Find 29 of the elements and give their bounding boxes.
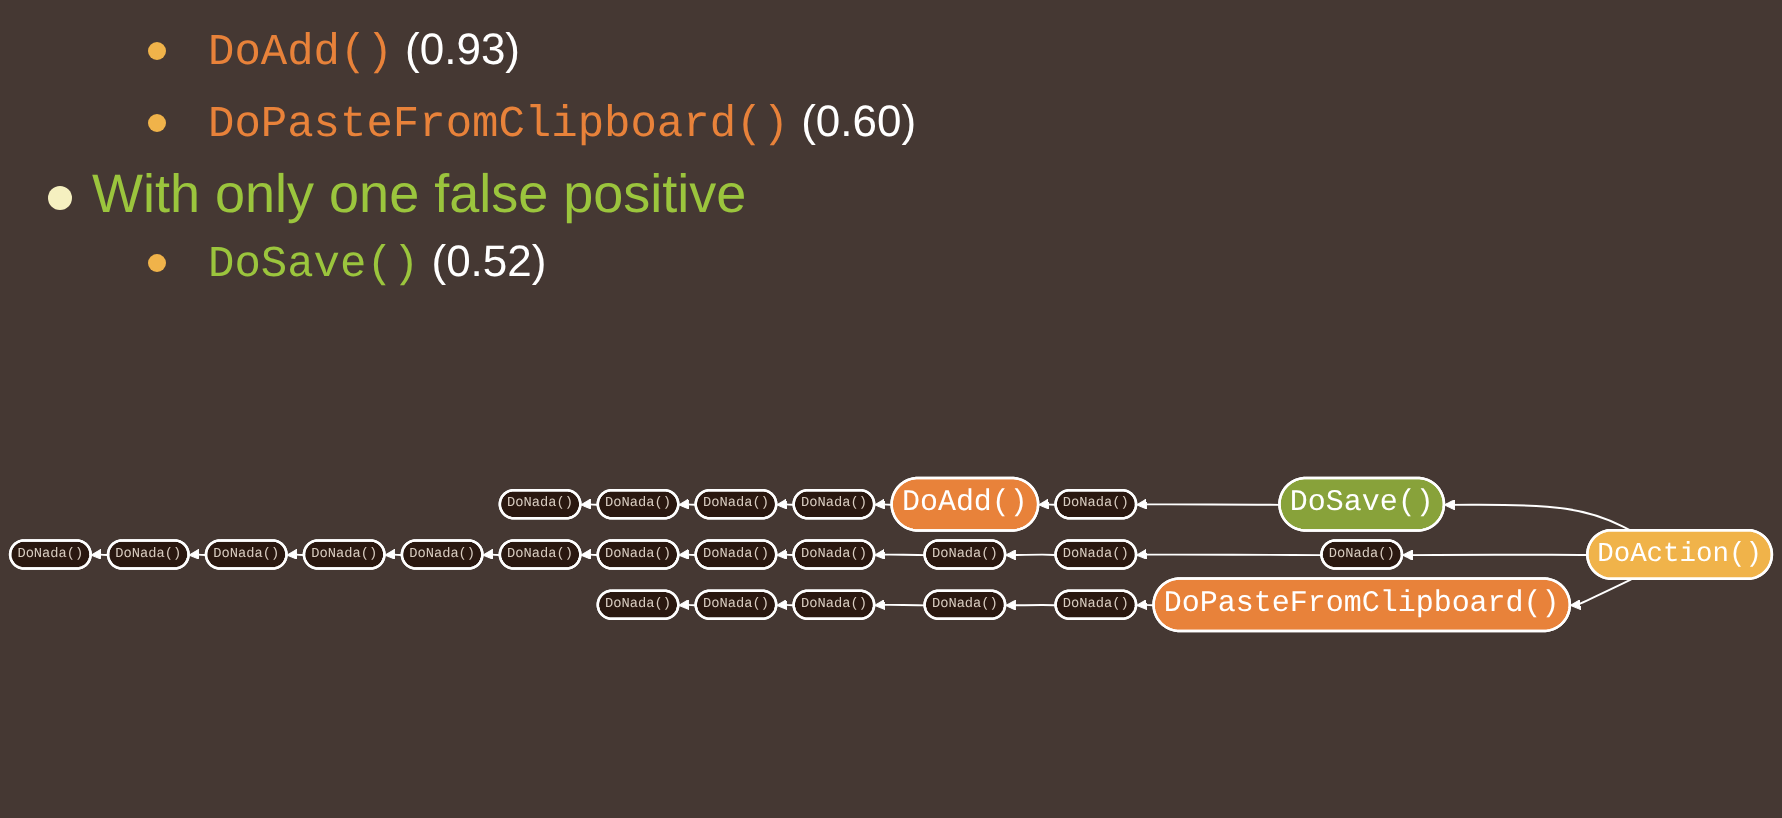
arrow — [1570, 579, 1633, 611]
arrow — [90, 549, 110, 561]
arrow — [1136, 499, 1282, 511]
arrow — [776, 549, 796, 561]
arrow — [188, 549, 208, 561]
arrow — [1038, 499, 1058, 511]
arrow — [776, 599, 796, 611]
arrow — [1005, 600, 1058, 612]
bullet-score-text: DoPasteFromClipboard() (0.60) — [208, 96, 917, 146]
arrow — [1402, 550, 1589, 562]
arrow — [678, 599, 698, 611]
bullet-text: With only one false positive — [92, 164, 747, 224]
arrow — [1005, 549, 1058, 561]
arrow — [1136, 599, 1156, 611]
arrow — [776, 499, 796, 511]
arrow — [678, 499, 698, 511]
arrow — [874, 599, 927, 611]
arrow — [1136, 549, 1324, 561]
arrow — [580, 549, 600, 561]
arrow — [286, 549, 306, 561]
arrow — [678, 549, 698, 561]
bullet-score-text: DoSave() (0.52) — [208, 236, 547, 286]
arrow — [874, 499, 894, 511]
arrow — [874, 549, 927, 561]
arrow — [1444, 499, 1633, 533]
arrow — [384, 549, 404, 561]
arrow — [482, 549, 502, 561]
bullet-score-text: DoAdd() (0.93) — [208, 24, 521, 74]
arrow — [580, 499, 600, 511]
